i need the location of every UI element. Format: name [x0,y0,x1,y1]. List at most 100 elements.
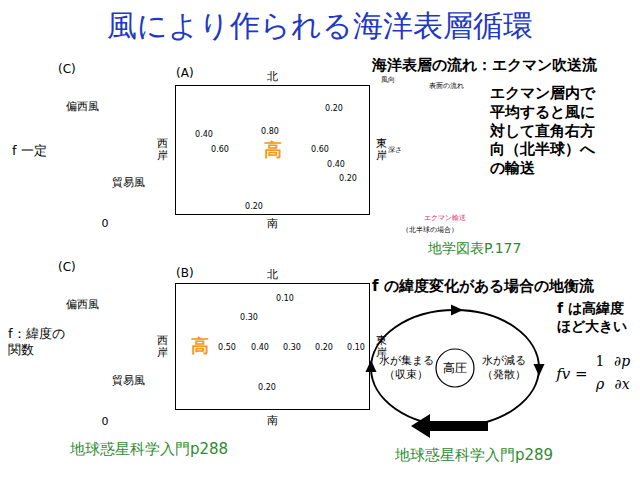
fraction-bar [613,373,631,374]
profile-axis [105,86,106,216]
region-label: 高圧 [443,361,467,376]
label-wrap: 西岸 [157,138,168,162]
label-wrap: 地球惑星科学入門p288 [70,440,228,459]
wind-arrow [57,405,105,406]
depth-pole [404,70,405,205]
source-note: 地球惑星科学入門p289 [395,446,553,465]
label-wrap: 北 [267,70,278,84]
contour-value: 0.20 [324,104,344,114]
wind-arrow [58,392,105,393]
wind-label: 偏西風 [66,100,99,114]
label-wrap: 0.20 [257,383,277,393]
ekman-spiral [405,100,477,195]
label-wrap: 東岸 [376,138,387,162]
label-wrap: 0.80 [260,127,280,137]
contour-line [240,132,300,168]
contour-line [181,289,356,408]
coast-label: 東岸 [376,138,387,162]
wind-arrow [105,105,147,106]
current-arrow [405,128,447,139]
label-wrap: 0.40 [326,160,346,170]
ekman-transport-arrow [405,203,466,209]
contour-value: 0.20 [314,343,334,353]
fraction-bar [592,373,608,374]
explanation-text: f は高緯度ほど大きい [557,300,635,335]
label-wrap: 0.20 [314,343,334,353]
title-wrap: 風により作られる海洋表層循環 [0,6,640,47]
label-wrap: 0.60 [210,145,230,155]
equation-term: ∂p [614,353,630,371]
western-boundary-current [176,298,180,400]
region-label: 水が集まる（収束） [378,354,434,382]
panel-letter: (C) [58,260,76,275]
label-wrap: 0.30 [239,313,259,323]
label-wrap: 0.20 [244,202,264,212]
direction-label: 北 [267,70,278,84]
label-wrap: f は高緯度ほど大きい [557,300,635,335]
label-wrap: 0 [102,415,109,429]
direction-label: 南 [267,414,278,428]
panel-letter: (B) [176,266,194,281]
wind-arrow [405,74,428,90]
flow-region: 水が減る（発散） [452,303,552,433]
coast-label: 西岸 [157,138,168,162]
condition-label: f：緯度の関数 [8,326,72,359]
wind-arrow [105,303,147,304]
title: 風により作られる海洋表層循環 [107,8,533,43]
label-wrap: エクマン輸送 [423,214,467,223]
region-outline [436,349,474,387]
figure-label: （北半球の場合） [402,226,458,235]
figure-label: 深さ [387,146,403,155]
contour-line [200,105,340,195]
contour-line [187,312,292,383]
wind-label: 貿易風 [112,176,145,190]
label-wrap: 深さ [387,146,403,155]
contour-line [180,92,360,208]
label-wrap: 貿易風 [112,374,145,388]
label-wrap: 南 [267,414,278,428]
circulation-ring [371,310,539,426]
direction-label: 南 [267,217,278,231]
source-note: 地学図表P.177 [428,240,521,258]
wind-label: 偏西風 [66,298,99,312]
label-wrap: (C) [58,260,76,275]
label-wrap: 0.30 [282,343,302,353]
flow-arrowhead [366,360,377,372]
label-wrap: 海洋表層の流れ：エクマン吹送流 [372,56,597,75]
contour-line [184,301,324,396]
contour-value: 0.20 [338,174,358,184]
label-wrap: （北半球の場合） [402,226,458,235]
equation-term: ρ [596,376,604,394]
equation-term: 1 [596,353,605,371]
label-wrap: 風向 [380,76,396,85]
equation-term: ∂x [614,376,629,394]
current-arrow [405,156,428,169]
label-wrap: 0.50 [217,343,237,353]
wind-arrow [76,367,105,368]
wind-arrow [57,207,105,208]
label-wrap: 1 [596,353,605,371]
equation-term: fv = [556,365,587,384]
contour-value: 0.10 [346,343,366,353]
label-wrap: 0.40 [250,343,270,353]
high-pressure-mark: 高 [190,335,210,358]
label-wrap: f：緯度の関数 [8,326,72,359]
thick-flow-arrow [430,421,488,431]
label-wrap: ρ [596,376,604,394]
label-wrap: (C) [58,62,76,77]
label-wrap: 表面の流れ [428,82,465,91]
axis-zero: 0 [102,415,109,429]
axis-zero: 0 [102,217,109,231]
wind-arrow [91,156,105,157]
region-outline [453,304,551,432]
wind-arrow [65,379,105,380]
flow-arrowhead [451,305,463,316]
label-wrap: 0 [102,217,109,231]
section-heading: f の緯度変化がある場合の地衡流 [372,277,594,296]
label-wrap: 偏西風 [66,298,99,312]
current-arrow [405,170,422,183]
wind-profile-curve [55,88,155,215]
thick-flow-arrowhead [411,414,430,438]
label-wrap: 0.20 [324,104,344,114]
